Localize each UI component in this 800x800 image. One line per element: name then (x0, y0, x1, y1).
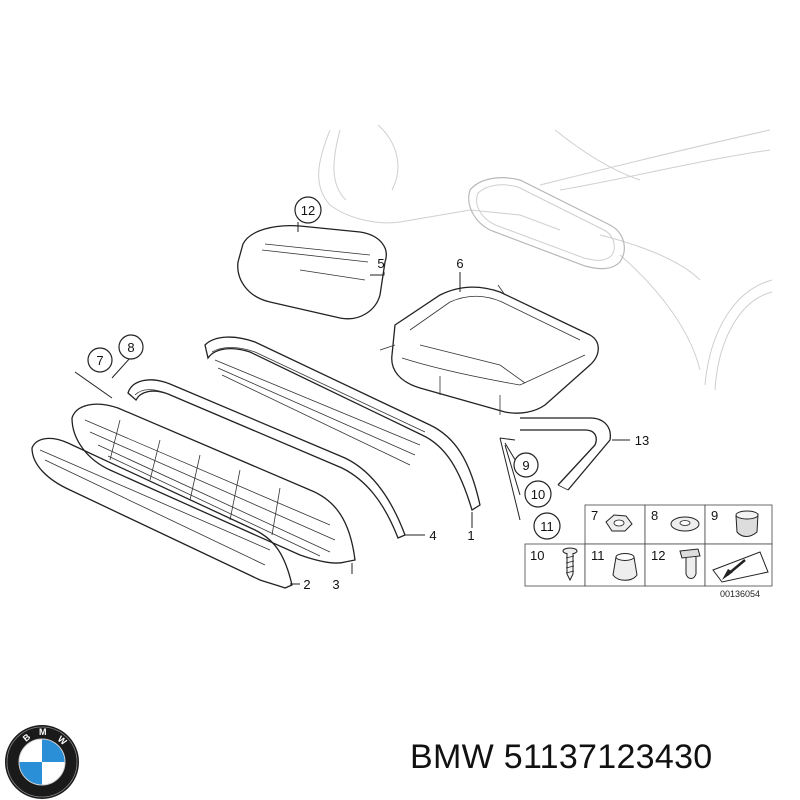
callout-5: 5 (377, 256, 384, 271)
drawing-number: 00136054 (720, 589, 760, 599)
grille-mesh-part-3 (71, 403, 356, 564)
clip-nut-icon (735, 510, 759, 537)
svg-text:10: 10 (530, 548, 544, 563)
callout-11: 11 (533, 512, 561, 540)
legend-item-12: 12 (651, 548, 701, 579)
callout-1: 1 (467, 528, 474, 543)
svg-text:M: M (39, 727, 47, 737)
hose-part (520, 417, 611, 491)
callout-3: 3 (332, 577, 339, 592)
callout-2: 2 (303, 577, 310, 592)
svg-text:8: 8 (127, 340, 134, 355)
svg-text:9: 9 (711, 508, 718, 523)
bmw-logo: B M W (5, 725, 79, 799)
callout-13: 13 (635, 433, 649, 448)
hex-nut-icon (605, 514, 633, 532)
svg-text:11: 11 (591, 548, 605, 563)
legend-item-8: 8 (651, 508, 700, 532)
screw-icon (562, 547, 578, 582)
svg-text:7: 7 (96, 353, 103, 368)
expanding-nut-icon (612, 553, 638, 581)
svg-text:2: 2 (303, 577, 310, 592)
svg-text:5: 5 (377, 256, 384, 271)
svg-text:8: 8 (651, 508, 658, 523)
grille-frame-part-4 (127, 379, 406, 539)
callout-12: 12 (294, 196, 322, 224)
car-body-outline (318, 124, 773, 391)
legend-item-9: 9 (711, 508, 759, 537)
part-number-caption: BMW 51137123430 (410, 738, 713, 776)
legend-item-11: 11 (591, 548, 638, 581)
svg-text:12: 12 (651, 548, 665, 563)
legend-item-7: 7 (591, 508, 633, 532)
arrow-pad-icon (712, 551, 769, 583)
svg-text:7: 7 (591, 508, 598, 523)
hood-scoop-part (237, 224, 387, 320)
callouts: 12 5 6 8 7 13 9 10 11 (87, 196, 649, 592)
callout-4: 4 (429, 528, 436, 543)
svg-text:9: 9 (522, 458, 529, 473)
grille-trim-part-1 (204, 336, 481, 512)
svg-text:6: 6 (456, 256, 463, 271)
callout-7: 7 (87, 347, 113, 373)
svg-text:1: 1 (467, 528, 474, 543)
svg-text:3: 3 (332, 577, 339, 592)
svg-text:12: 12 (301, 203, 315, 218)
hardware-legend: 7 8 9 10 (524, 504, 773, 599)
push-rivet-icon (679, 548, 701, 579)
callout-8: 8 (118, 334, 144, 360)
air-duct-part (379, 284, 599, 415)
legend-item-10: 10 (530, 547, 578, 582)
callout-10: 10 (524, 480, 552, 508)
svg-text:11: 11 (540, 519, 554, 534)
washer-icon (670, 516, 700, 532)
svg-text:4: 4 (429, 528, 436, 543)
svg-text:10: 10 (531, 487, 545, 502)
svg-text:13: 13 (635, 433, 649, 448)
callout-6: 6 (456, 256, 463, 271)
callout-9: 9 (513, 452, 539, 478)
bottom-trim-part-2 (31, 437, 293, 589)
svg-text:B: B (21, 731, 33, 743)
